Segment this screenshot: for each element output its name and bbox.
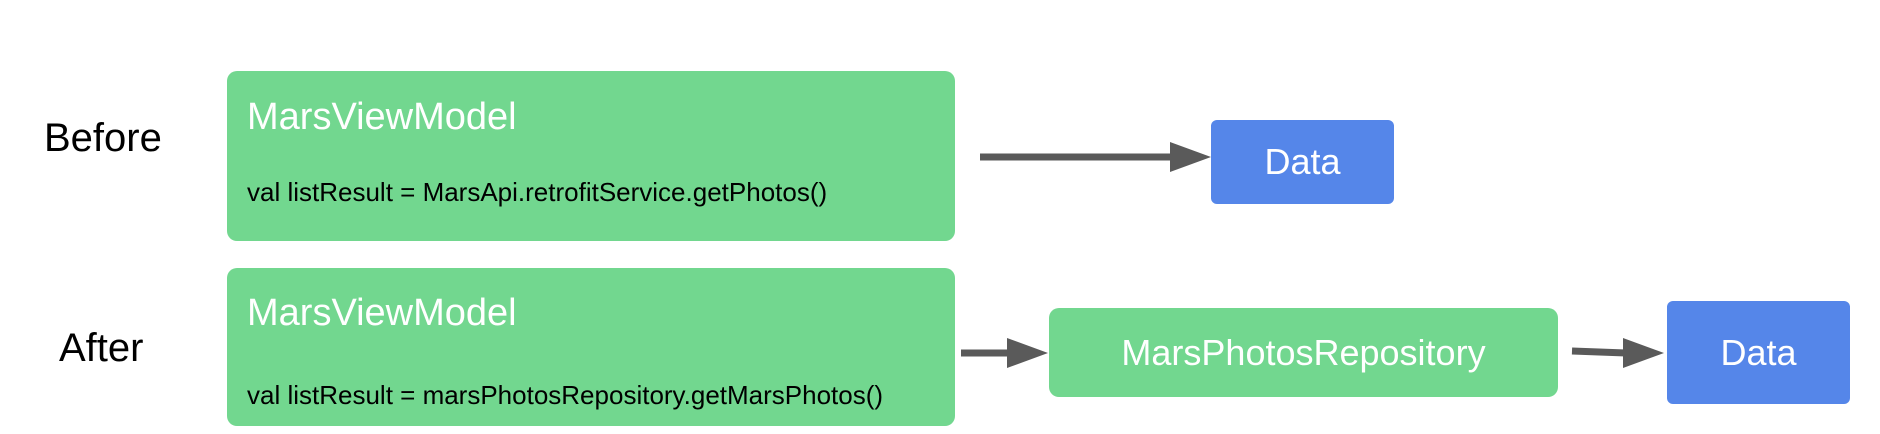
- after-repository-label: MarsPhotosRepository: [1121, 331, 1486, 373]
- before-data-label: Data: [1264, 141, 1341, 182]
- after-data-label: Data: [1720, 331, 1797, 373]
- after-repository-to-data-arrow: [1571, 338, 1664, 368]
- before-viewmodel-to-data-arrow: [980, 142, 1211, 172]
- after-label: After: [59, 326, 144, 370]
- before-label: Before: [44, 116, 162, 160]
- before-viewmodel-code: val listResult = MarsApi.retrofitService…: [247, 177, 828, 207]
- after-viewmodel-code: val listResult = marsPhotosRepository.ge…: [247, 380, 884, 410]
- after-viewmodel-box: MarsViewModel val listResult = marsPhoto…: [227, 268, 955, 426]
- after-data-box: Data: [1667, 301, 1850, 404]
- after-viewmodel-to-repository-arrow: [961, 338, 1048, 368]
- before-viewmodel-box: MarsViewModel val listResult = MarsApi.r…: [227, 71, 955, 241]
- before-viewmodel-title: MarsViewModel: [247, 96, 517, 138]
- after-repository-box: MarsPhotosRepository: [1049, 308, 1558, 397]
- before-data-box: Data: [1211, 120, 1394, 204]
- after-viewmodel-title: MarsViewModel: [247, 292, 517, 334]
